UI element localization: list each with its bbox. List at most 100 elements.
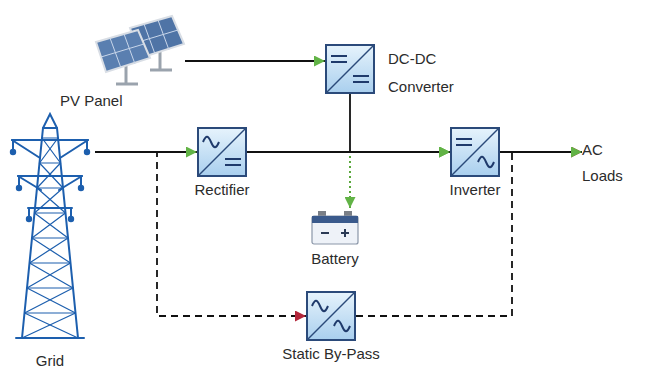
converter-outline — [307, 292, 355, 340]
tower-lattice-part — [37, 163, 61, 188]
grid-node: Grid — [5, 112, 95, 370]
grid-tower-part — [60, 140, 88, 158]
grid-tower — [11, 114, 89, 338]
dc-symbol — [225, 164, 241, 166]
flow-connector — [95, 151, 197, 153]
dc-symbol — [456, 138, 472, 140]
flow-connector — [350, 94, 450, 152]
battery-part — [344, 229, 346, 237]
grid-tower-part — [80, 176, 82, 186]
tower-lattice-part — [25, 312, 76, 313]
grid-tower-part — [43, 127, 57, 129]
ac-symbol — [312, 301, 328, 312]
solar-panels-part — [150, 69, 172, 72]
grid-tower-part — [28, 207, 72, 209]
dc-symbol — [456, 144, 472, 146]
tower-lattice-part — [25, 288, 74, 313]
solar-panels-part — [96, 30, 150, 72]
grid-tower-part — [12, 140, 40, 158]
converter-outline — [198, 128, 246, 176]
dc-dc-converter-box: DC-DC Converter — [325, 44, 375, 94]
tower-lattice — [22, 138, 78, 338]
tower-lattice-part — [27, 288, 76, 313]
converter-diagonal — [326, 45, 374, 93]
flow-connector — [350, 152, 450, 208]
grid-tower-part — [86, 140, 88, 150]
node-label: Static By-Pass — [282, 345, 380, 363]
tower-lattice-part — [40, 163, 64, 188]
tower-lattice-part — [27, 287, 73, 288]
flow-connector — [185, 60, 325, 62]
tower-lattice-part — [32, 237, 68, 238]
grid-tower-part — [16, 337, 84, 339]
tower-lattice-part — [32, 213, 66, 238]
tower-lattice-part — [27, 263, 71, 288]
ac-symbol — [334, 321, 350, 332]
converter-symbol — [450, 127, 500, 177]
tower-lattice-part — [22, 313, 76, 338]
static-bypass-box: Static By-Pass — [306, 291, 356, 341]
grid-tower-part — [28, 208, 30, 217]
converter-symbol — [197, 127, 247, 177]
tower-lattice-part — [30, 262, 71, 263]
battery-part — [321, 232, 329, 234]
node-label: AC Loads — [582, 137, 634, 189]
battery-icon — [310, 208, 360, 246]
tower-lattice-part — [42, 138, 61, 163]
tower-lattice-part — [37, 187, 63, 188]
solar-panels-part — [116, 83, 138, 86]
converter-symbol — [325, 44, 375, 94]
flow-connector — [500, 151, 582, 153]
node-label: Rectifier — [194, 181, 249, 199]
grid-tower-part — [17, 186, 21, 190]
node-label: Battery — [311, 250, 359, 268]
node-label: Grid — [36, 352, 64, 370]
ac-symbol — [203, 137, 219, 148]
grid-tower-part — [69, 217, 73, 221]
solar-panels-part — [158, 20, 169, 50]
tower-lattice-part — [30, 263, 74, 288]
converter-outline — [326, 45, 374, 93]
dc-symbol — [331, 55, 347, 57]
converter-diagonal — [451, 128, 499, 176]
tower-lattice-part — [35, 212, 66, 213]
ac-symbol — [478, 157, 494, 168]
grid-tower-part — [12, 139, 88, 141]
solar-panels — [96, 16, 184, 84]
dc-symbol — [225, 158, 241, 160]
rectifier-box: Rectifier — [197, 127, 247, 177]
node-label: DC-DC Converter — [388, 45, 468, 101]
grid-tower-part — [18, 176, 20, 186]
connector-group — [95, 61, 582, 316]
tower-lattice-part — [35, 188, 64, 213]
tower-lattice-part — [35, 213, 69, 238]
tower-lattice-part — [32, 238, 71, 263]
tower-lattice-part — [30, 238, 69, 263]
node-label: Inverter — [450, 181, 501, 199]
pv-panel-node: PV Panel — [60, 0, 185, 110]
dc-symbol — [353, 81, 369, 83]
converter-diagonal — [307, 292, 355, 340]
grid-tower-part — [22, 114, 78, 338]
inverter-box: Inverter — [450, 127, 500, 177]
grid-tower-part — [70, 208, 72, 217]
grid-tower-part — [11, 150, 15, 154]
tower-lattice-part — [42, 137, 58, 138]
tower-lattice-part — [25, 313, 79, 338]
grid-tower-part — [85, 150, 89, 154]
grid-tower-part — [27, 217, 31, 221]
solar-panels-part — [101, 44, 144, 57]
solar-panels-part — [110, 38, 121, 68]
node-label: PV Panel — [60, 92, 123, 110]
converter-outline — [451, 128, 499, 176]
dc-symbol — [353, 75, 369, 77]
tower-lattice-part — [40, 138, 59, 163]
ac-loads-node: AC Loads — [582, 137, 634, 189]
tower-lattice-part — [40, 162, 61, 163]
grid-tower-part — [18, 175, 82, 177]
solar-panels-part — [124, 34, 135, 64]
battery-node: Battery — [310, 208, 360, 246]
converter-diagonal — [198, 128, 246, 176]
battery-part — [312, 216, 358, 223]
dc-symbol — [331, 61, 347, 63]
